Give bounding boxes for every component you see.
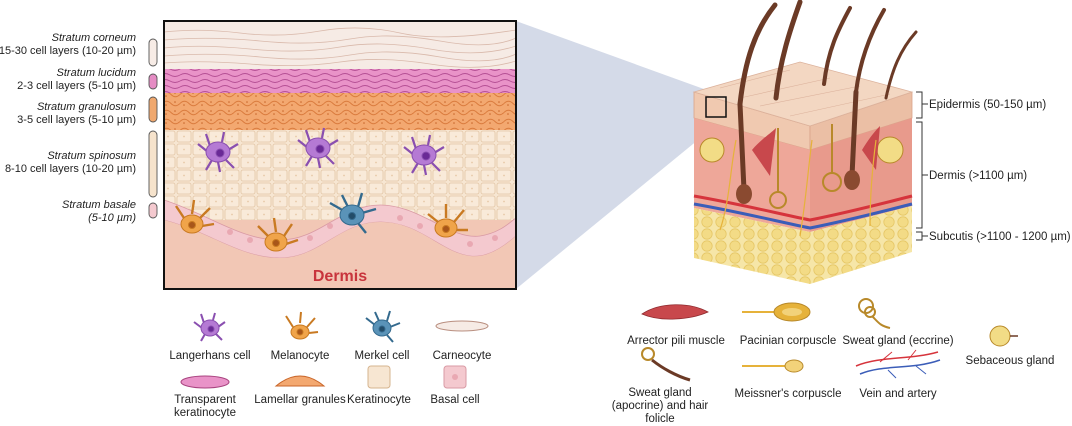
carneocyte-legend-label: Carneocyte [433,350,492,362]
stratum-spinosum-name: Stratum spinosum [47,150,136,162]
stratum-granulosum-detail: 3-5 cell layers (5-10 µm) [17,114,136,126]
skin-block [692,0,918,284]
vein-artery-legend-label: Vein and artery [859,388,937,400]
apocrine-legend-label-3: folicle [645,413,674,425]
lamellar-granules-legend-label: Lamellar granules [254,394,346,406]
meissner-icon [742,359,804,373]
eccrine-legend-label: Sweat gland (eccrine) [842,335,953,347]
epidermis-thickness-label: Epidermis (50-150 µm) [929,99,1046,111]
inset-dermis-label: Dermis [313,268,367,285]
melanocyte-icon [285,311,319,340]
melanocyte-cells [175,199,468,252]
stratum-lucidum-detail: 2-3 cell layers (5-10 µm) [17,80,136,92]
arrector-pili [752,128,776,176]
keratinocyte-legend-label: Keratinocyte [347,394,411,406]
arrector-pili-legend-label: Arrector pili muscle [627,335,725,347]
side-subcutis [810,206,912,284]
strata-brackets [148,38,158,219]
zoom-connector [516,21,726,289]
zoom-marker [705,96,727,118]
sebaceous-legend-label: Sebaceous gland [966,355,1055,367]
hair-shafts [737,0,918,107]
apocrine-legend-label-2: (apocrine) and hair [612,400,709,412]
eccrine-gland-icon [858,298,891,329]
vein [693,202,913,230]
stratum-spinosum-detail: 8-10 cell layers (10-20 µm) [5,163,136,175]
layer-brackets [916,91,928,241]
apocrine-gland-icon [641,347,691,382]
carneocyte-icon [435,320,489,332]
artery [693,194,913,222]
inset-frame [163,20,517,290]
stratum-granulosum-name: Stratum granulosum [37,101,136,113]
strata-labels: Stratum corneum 15-30 cell layers (10-20… [0,32,136,224]
basal-cell-legend-label: Basal cell [430,394,479,406]
lucidum-bracket [148,73,158,90]
langerhans-cells [197,127,445,176]
merkel-cell [329,192,377,234]
sebaceous-gland-icon [989,325,1018,347]
epidermis-inset [164,21,516,289]
pacinian-legend-label: Pacinian corpuscle [740,335,837,347]
lucidum-layer [164,69,516,93]
keratinocyte-icon [367,365,391,389]
stratum-corneum-name: Stratum corneum [52,32,136,44]
merkel-icon [365,310,401,343]
dermis-region [164,220,516,289]
dermis-thickness-label: Dermis (>1100 µm) [929,170,1027,182]
subcutis-thickness-label: Subcutis (>1100 - 1200 µm) [929,231,1071,243]
apocrine-legend-label-1: Sweat gland [628,387,691,399]
stratum-basale-name: Stratum basale [62,199,136,211]
arrector-pili-icon [641,304,709,320]
transparent-keratinocyte-label-2: keratinocyte [174,407,236,419]
transparent-keratinocyte-label-1: Transparent [174,394,236,406]
transparent-keratinocyte-icon [180,375,230,389]
corneum-bracket [148,38,158,67]
granulosum-bracket [148,96,158,123]
corneum-layer [164,21,516,69]
vein-artery-icon [855,349,941,379]
stratum-lucidum-name: Stratum lucidum [57,67,136,79]
melanocyte-legend-label: Melanocyte [271,350,330,362]
front-subcutis [694,208,810,284]
meissner-legend-label: Meissner's corpuscle [734,388,841,400]
lamellar-granules-icon [274,375,326,387]
merkel-legend-label: Merkel cell [355,350,410,362]
pacinian-icon [742,302,811,322]
spinosum-bracket [148,130,158,198]
basale-bracket [148,202,158,219]
langerhans-icon [193,312,226,342]
granulosum-layer [164,93,516,130]
stratum-basale-detail: (5-10 µm) [88,212,136,224]
stratum-corneum-detail: 15-30 cell layers (10-20 µm) [0,45,136,57]
structure-legend-icons [641,298,1018,382]
cell-legend-icons [180,310,489,389]
langerhans-legend-label: Langerhans cell [169,350,250,362]
